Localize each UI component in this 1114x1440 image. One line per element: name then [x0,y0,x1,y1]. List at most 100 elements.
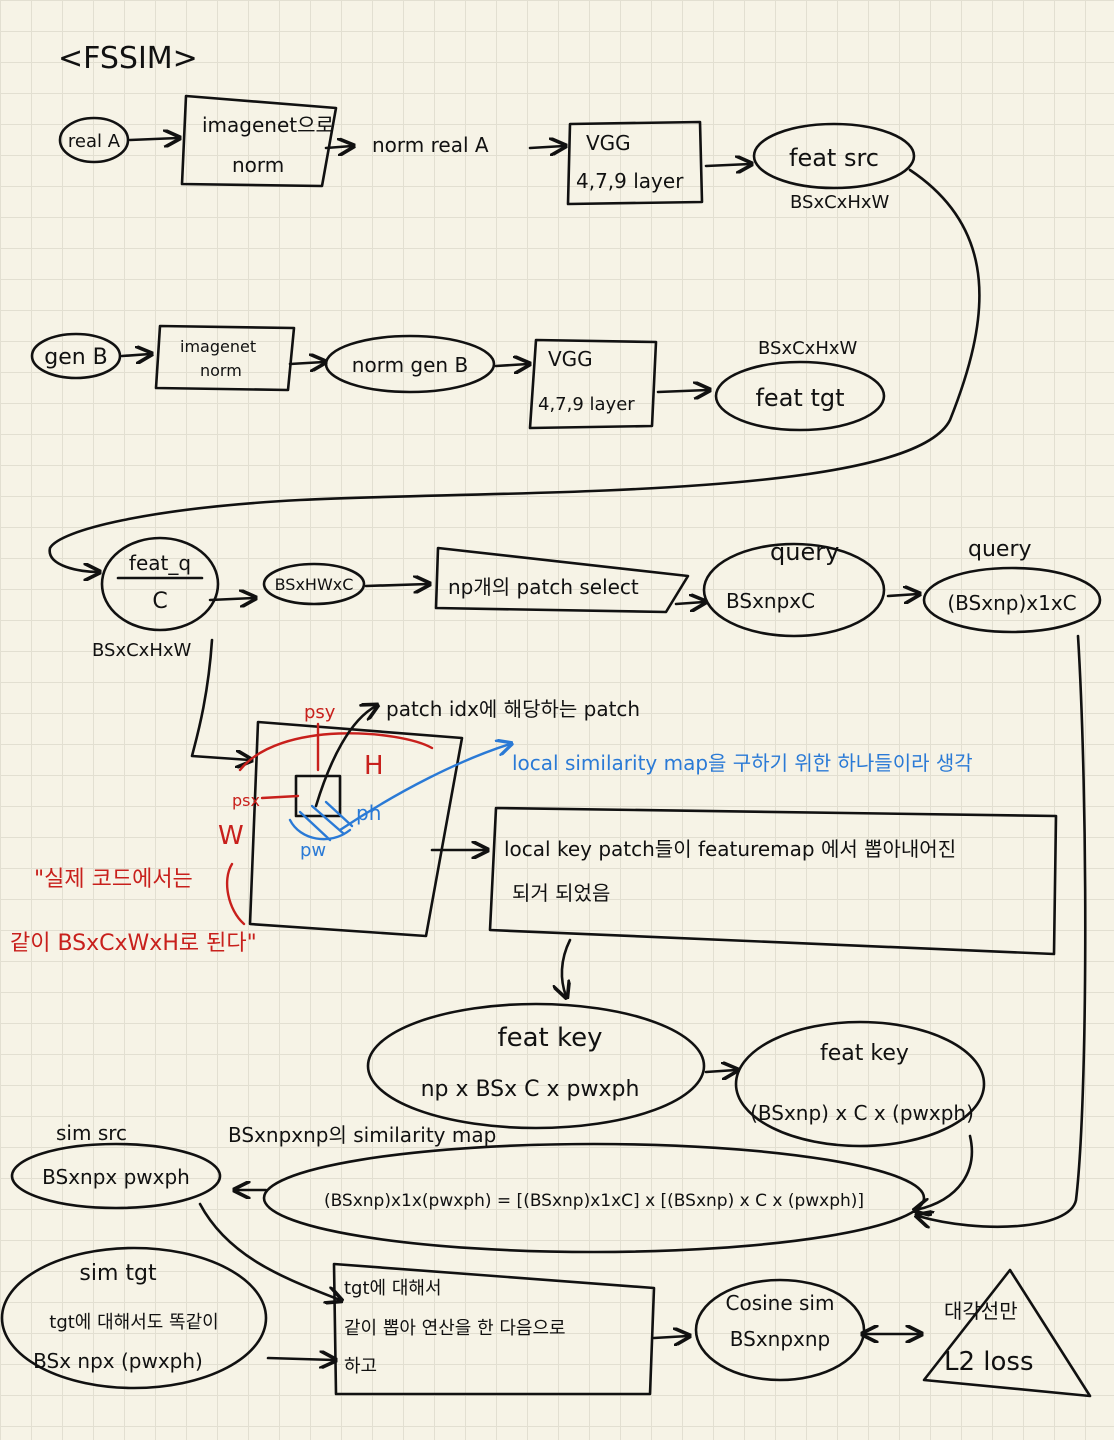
query2-shape: (BSxnp)x1xC [947,591,1076,615]
vgg-box-2-label-1: VGG [548,347,593,371]
key2-to-equation-connector [916,1134,974,1210]
query2-to-equation-connector [918,634,1087,1227]
feature-map-square [248,720,464,938]
imagenet-norm-label-2: norm [232,153,284,177]
sim-src-to-box-connector [198,1202,340,1300]
arrow-gen-to-imagenet [120,354,150,356]
imagenet-norm-box [180,94,338,188]
local-key-box [488,806,1058,956]
gen-b-label: gen B [44,345,108,370]
H-label: H [364,751,384,781]
arrow-norm-to-vgg [528,146,564,148]
arrow-hwc-to-select [364,584,428,586]
feat-src-to-feat-q-connector [48,168,981,572]
local-box-line-1: local key patch들이 featuremap 에서 뽑아내어진 [504,837,956,861]
equation-node [262,1142,926,1254]
norm-gen-b-node [324,334,496,394]
patch-note-arrow [314,706,376,808]
feat-q-to-patch-arrow [190,638,250,760]
loss-bottom-label: L2 loss [944,1347,1034,1377]
feat-q-node [100,536,220,632]
loss-top-label: 대각선만 [944,1299,1018,1323]
imagenet-norm-box-2 [154,324,296,392]
query-label: query [770,538,839,566]
sim-src-label: sim src [56,1121,127,1145]
imagenet-norm-2-label-1: imagenet [180,337,256,356]
sim-src-node [10,1142,222,1210]
red-W-brace [225,862,246,926]
feat-key-1-shape: np x BSx C x pwxph [421,1077,640,1102]
W-label: W [218,821,244,851]
feat-q-denominator: C [152,589,167,614]
arrow-feat-q-to-hwc [208,598,254,600]
tgt-process-box [332,1262,656,1396]
local-box-to-key-arrow [562,938,572,996]
query2-label: query [968,537,1032,562]
feat-src-node [752,122,916,190]
local-box-line-2: 되거 되었음 [512,881,610,905]
cosine-sim-label: Cosine sim [726,1291,835,1315]
feat-key-2-node [734,1020,986,1148]
arrow-box-to-cosine [652,1336,688,1338]
bs-hw-c-label: BSxHWxC [275,575,354,594]
vgg-box-2 [528,338,658,430]
real-a-label: real A [68,131,121,152]
arrow-imagenet-to-norm [324,146,352,148]
feat-key-1-node [366,1002,706,1130]
norm-real-a-label: norm real A [372,133,489,157]
sim-tgt-node [0,1246,268,1390]
arrow-key1-to-key2 [704,1070,736,1072]
red-H-brace [238,732,434,772]
red-note-line-1: "실제 코드에서는 [34,867,193,892]
vgg-box-1-label-2: 4,7,9 layer [576,169,684,193]
feat-tgt-label: feat tgt [755,384,844,412]
bs-hw-c-node [262,562,366,606]
feat-src-label: feat src [789,144,879,172]
tgt-box-line-3: 하고 [344,1356,377,1377]
feat-tgt-shape: BSxCxHxW [758,338,858,359]
arrow-real-to-imagenet [128,138,178,140]
feat-key-1-label: feat key [497,1023,602,1053]
patch-select-box [434,546,690,614]
patch-note: patch idx에 해당하는 patch [386,697,640,721]
tgt-box-line-2: 같이 뽑아 연산을 한 다음으로 [344,1318,566,1339]
psx-label: psx [232,791,260,810]
equation-text: (BSxnp)x1x(pwxph) = [(BSxnp)x1xC] x [(BS… [324,1191,864,1211]
norm-gen-b-label: norm gen B [352,353,468,377]
cosine-sim-shape: BSxnpxnp [730,1327,830,1351]
arrow-vgg2-to-feat-tgt [656,390,708,392]
patch-hatch [288,800,354,842]
red-note-line-2: 같이 BSxCxWxH로 된다" [10,931,257,956]
feat-key-2-label: feat key [820,1041,909,1066]
imagenet-norm-label-1: imagenet으로 [202,113,334,137]
loss-triangle [922,1268,1092,1398]
sim-tgt-label: sim tgt [79,1261,157,1286]
vgg-box-1 [566,120,704,206]
pw-label: pw [300,840,326,861]
blue-note: local similarity map을 구하기 위한 하나들이라 생각 [512,751,973,775]
query-shape: BSxnpxC [726,589,815,613]
arrow-imagenet2-to-norm [288,362,324,364]
ph-label: ph [356,801,381,825]
real-a-node [58,116,130,164]
red-psx-arrow [260,794,300,800]
feat-tgt-node [714,360,886,432]
vgg-box-2-label-2: 4,7,9 layer [538,394,635,415]
sim-tgt-shape: BSx npx (pwxph) [33,1349,203,1373]
arrow-query-to-query2 [886,594,918,596]
sim-src-shape: BSxnpx pwxph [42,1165,190,1189]
arrow-norm-gen-to-vgg [494,364,528,366]
tgt-box-line-1: tgt에 대해서 [344,1278,442,1299]
feat-src-shape: BSxCxHxW [790,192,890,213]
psy-label: psy [304,702,336,723]
feat-q-numerator: feat_q [129,551,191,575]
feat-key-2-shape: (BSxnp) x C x (pwxph) [750,1101,974,1125]
arrow-sim-tgt-to-box [266,1358,334,1360]
sim-tgt-desc: tgt에 대해서도 똑같이 [49,1312,218,1333]
imagenet-norm-2-label-2: norm [200,361,242,380]
arrow-vgg-to-feat-src [704,164,750,166]
arrow-select-to-query [674,602,704,604]
page-title: <FSSIM> [58,41,198,76]
blue-note-arrow [338,744,510,832]
